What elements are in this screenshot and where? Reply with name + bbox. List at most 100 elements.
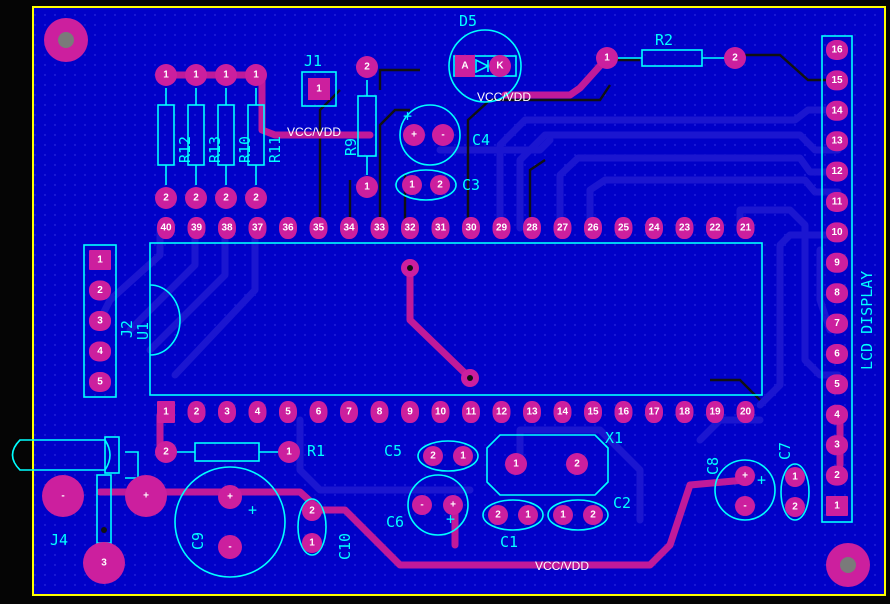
j2-pin-label-3: 3 (97, 316, 103, 327)
svg-text:2: 2 (495, 510, 501, 521)
d5-label: D5 (459, 12, 477, 30)
svg-text:2: 2 (574, 459, 580, 470)
svg-text:1: 1 (163, 70, 169, 81)
svg-text:1: 1 (364, 182, 370, 193)
svg-text:+: + (227, 492, 233, 503)
lcd-pad-3 (826, 435, 848, 456)
svg-text:2: 2 (364, 62, 370, 73)
svg-text:1: 1 (604, 53, 610, 64)
c1-label: C1 (500, 533, 518, 551)
u1-bottom-pad-7 (340, 401, 358, 423)
svg-text:+: + (248, 501, 257, 519)
svg-text:2: 2 (430, 451, 436, 462)
lcd-pad-13 (826, 131, 848, 152)
u1-bottom-pad-17 (645, 401, 663, 423)
lcd-pad-8 (826, 283, 848, 304)
j2-pad-4 (89, 341, 111, 362)
svg-text:-: - (420, 500, 423, 511)
u1-top-pad-24 (645, 217, 663, 239)
u1-bottom-pin-label-11: 11 (466, 407, 477, 418)
lcd-pad-7 (826, 313, 848, 334)
j1-label: J1 (304, 52, 322, 70)
u1-bottom-pin-label-20: 20 (740, 407, 752, 418)
svg-text:2: 2 (223, 193, 229, 204)
svg-text:+: + (411, 130, 417, 141)
svg-text:2: 2 (732, 53, 738, 64)
j2-pad-5 (89, 372, 111, 392)
j2-pin-label-5: 5 (97, 377, 103, 388)
u1-top-pin-label-34: 34 (343, 223, 355, 234)
u1-bottom-pin-label-19: 19 (709, 407, 721, 418)
u1-top-pad-28 (523, 217, 541, 239)
j2-pin-label-2: 2 (97, 285, 103, 296)
u1-top-pin-label-24: 24 (648, 223, 660, 234)
u1-top-pad-22 (706, 217, 724, 239)
svg-text:+: + (450, 500, 456, 511)
svg-text:+: + (446, 510, 455, 528)
svg-text:-: - (61, 491, 64, 502)
lcd-pad-15 (826, 70, 848, 91)
svg-text:2: 2 (309, 506, 315, 517)
svg-text:1: 1 (286, 447, 292, 458)
lcd-pin-label-8: 8 (834, 288, 840, 299)
j2-pin-label-4: 4 (97, 346, 103, 357)
u1-top-pin-label-22: 22 (709, 223, 721, 234)
c7-label: C7 (776, 442, 794, 460)
u1-top-pad-35 (309, 217, 328, 239)
svg-text:-: - (743, 501, 746, 512)
u1-top-pad-26 (584, 217, 602, 239)
c6-label: C6 (386, 513, 404, 531)
j4-label: J4 (50, 531, 68, 549)
svg-text:1: 1 (525, 510, 531, 521)
u1-bottom-pin-label-6: 6 (316, 407, 322, 418)
resistor-bank-pads: 1 1 1 1 2 2 2 2 (155, 64, 267, 209)
r10-label: R10 (236, 136, 254, 163)
svg-text:-: - (228, 542, 231, 553)
svg-text:+: + (143, 491, 149, 502)
u1-bottom-pin-label-4: 4 (255, 407, 261, 418)
u1-bottom-pad-2 (187, 401, 206, 423)
u1-bottom-pad-9 (401, 401, 419, 423)
u1-top-pad-34 (340, 217, 358, 239)
c9-label: C9 (189, 532, 207, 550)
u1-top-pad-39 (187, 217, 206, 239)
u1-top-pin-label-29: 29 (496, 223, 508, 234)
u1-top-pad-23 (675, 217, 694, 239)
u1-bottom-pin-label-5: 5 (285, 407, 291, 418)
u1-top-pad-32 (401, 217, 419, 239)
u1-top-pad-29 (492, 217, 511, 239)
r12-label: R12 (176, 136, 194, 163)
lcd-pad-16 (826, 40, 848, 60)
u1-bottom-pad-6 (309, 401, 328, 423)
u1-outline (149, 242, 763, 396)
u1-top-pin-label-39: 39 (191, 223, 203, 234)
vcc-bottom-label: VCC/VDD (535, 559, 589, 573)
bottom-layer-tracks (96, 106, 844, 524)
c5-label: C5 (384, 442, 402, 460)
u1-bottom-pad-1 (157, 401, 175, 423)
u1-bottom-pin-label-9: 9 (407, 407, 413, 418)
u1-top-pin-label-37: 37 (252, 223, 264, 234)
u1-bottom-pad-16 (614, 401, 633, 423)
u1-top-pin-label-27: 27 (557, 223, 569, 234)
c4-label: C4 (472, 131, 490, 149)
u1-bottom-pad-8 (370, 401, 389, 423)
svg-text:1: 1 (460, 451, 466, 462)
u1-top-pin-label-26: 26 (587, 223, 599, 234)
u1-bottom-pin-label-12: 12 (496, 407, 508, 418)
lcd-pad-5 (826, 374, 848, 395)
u1-top-pad-27 (553, 217, 572, 239)
svg-text:1: 1 (309, 538, 315, 549)
u1-bottom-pin-label-18: 18 (679, 407, 691, 418)
u1-bottom-pin-label-13: 13 (526, 407, 538, 418)
lcd-pin-label-4: 4 (834, 409, 840, 420)
u1-top-pin-label-31: 31 (435, 223, 447, 234)
u1-bottom-pad-19 (706, 401, 724, 423)
c3-label: C3 (462, 176, 480, 194)
u1-top-pin-label-25: 25 (618, 223, 630, 234)
u1-bottom-pin-label-17: 17 (648, 407, 660, 418)
u1-bottom-pad-20 (736, 401, 755, 423)
u1-top-pad-30 (462, 217, 480, 239)
svg-text:2: 2 (590, 510, 596, 521)
lcd-pad-9 (826, 252, 848, 273)
